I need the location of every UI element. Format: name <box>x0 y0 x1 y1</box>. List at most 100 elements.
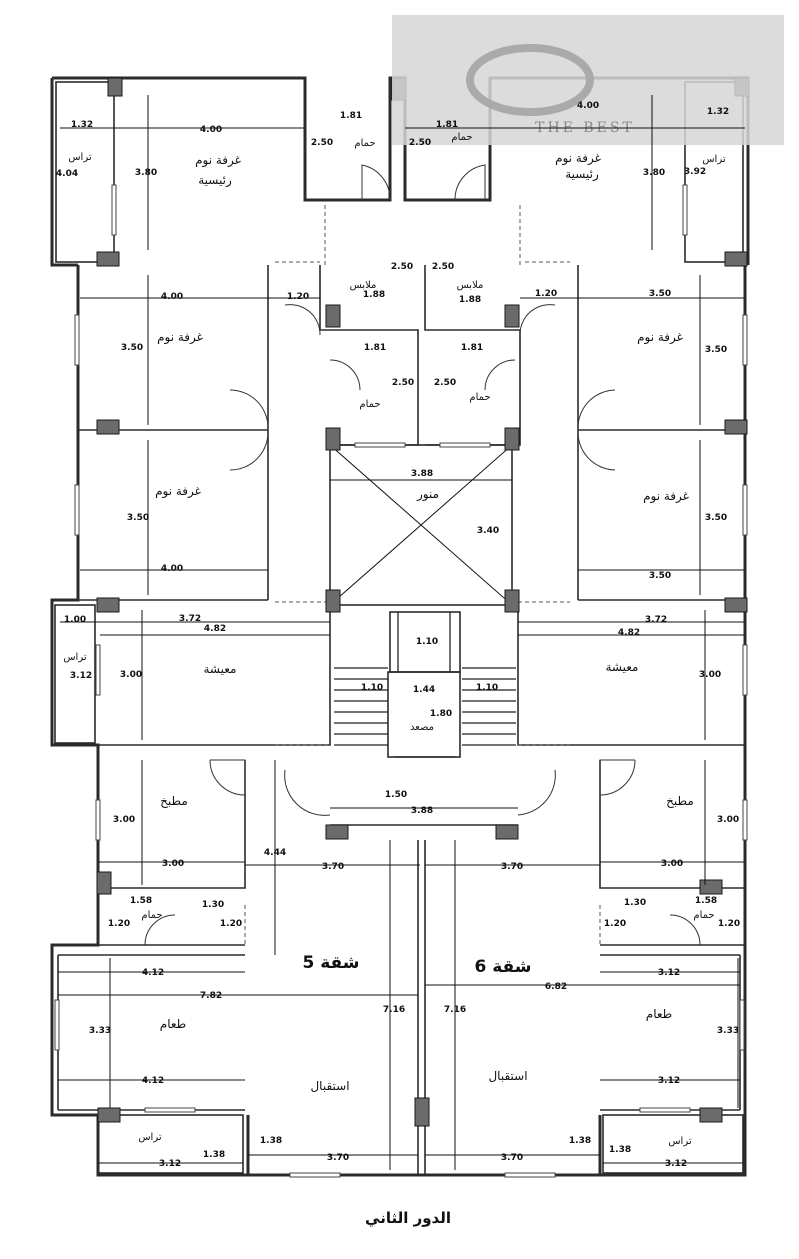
dimension-label: 3.50 <box>121 343 143 353</box>
wall-bottom <box>246 1115 602 1177</box>
wall-dining-left <box>57 954 245 1111</box>
wall-kitchen-right <box>599 760 745 946</box>
dimension-label: 3.00 <box>661 859 683 869</box>
window <box>739 999 745 1051</box>
terrace-top-left <box>55 81 115 263</box>
terrace-bottom-left <box>97 1114 244 1174</box>
wall-closet <box>319 265 521 446</box>
apartment-label-5: شقة 5 <box>302 953 359 973</box>
window <box>54 999 60 1051</box>
dimension-label: 4.12 <box>142 1076 164 1086</box>
dimension-label: 3.50 <box>127 513 149 523</box>
column <box>96 419 120 435</box>
room-label: حمام <box>693 910 714 921</box>
dimension-label: 3.70 <box>501 862 523 872</box>
dimension-label: 1.58 <box>695 896 717 906</box>
door-8 <box>484 359 516 391</box>
room-label: مطبخ <box>666 794 694 808</box>
room-label: تراس <box>63 652 87 663</box>
dimension-label: 1.20 <box>535 289 557 299</box>
light-well-diag-2 <box>329 444 513 606</box>
room-label: ملابس <box>457 280 484 291</box>
dimension-label: 3.33 <box>717 1026 739 1036</box>
column <box>96 597 120 613</box>
dimension-label: 3.92 <box>684 167 706 177</box>
window <box>144 1107 196 1113</box>
door-7 <box>329 359 361 391</box>
room-label: طعام <box>646 1007 672 1021</box>
door-6 <box>519 304 556 336</box>
column <box>699 879 723 895</box>
column <box>724 419 748 435</box>
wall-bed-right <box>577 265 745 601</box>
room-label: تراس <box>138 1132 162 1143</box>
dimension-label: 3.12 <box>658 968 680 978</box>
room-label: غرفة نوم <box>643 489 689 504</box>
dimension-label: 3.80 <box>135 168 157 178</box>
door-13 <box>144 914 176 946</box>
dimension-label: 3.12 <box>70 671 92 681</box>
column <box>325 304 341 328</box>
dimension-label: 1.81 <box>436 120 458 130</box>
dimension-label: 3.70 <box>501 1153 523 1163</box>
dimension-label: 3.72 <box>645 615 667 625</box>
dimension-label: 3.12 <box>159 1159 181 1169</box>
window <box>742 644 748 696</box>
dimension-label: 4.04 <box>56 169 78 179</box>
dimension-label: 3.12 <box>658 1076 680 1086</box>
column <box>699 1107 723 1123</box>
room-label: استقبال <box>488 1069 527 1083</box>
window <box>354 442 406 448</box>
window <box>439 442 491 448</box>
dimension-label: 4.82 <box>204 624 226 634</box>
light-well-box <box>329 444 513 606</box>
door-11 <box>209 759 246 796</box>
dimension-label: 6.82 <box>545 982 567 992</box>
dimension-label: 3.50 <box>705 513 727 523</box>
room-labels: غرفة نوم رئيسية غرفة نوم رئيسية حمام حما… <box>63 132 726 1147</box>
door-5 <box>284 304 321 336</box>
dimension-label: 1.38 <box>260 1136 282 1146</box>
dimension-label: 1.20 <box>108 919 130 929</box>
dimension-label: 1.20 <box>604 919 626 929</box>
room-label: غرفة نوم <box>155 484 201 499</box>
column <box>107 77 123 97</box>
dimension-label: 1.44 <box>413 685 435 695</box>
dimension-label: 1.10 <box>361 683 383 693</box>
logo-watermark: THE BEST <box>392 15 784 145</box>
dimension-label: 1.20 <box>718 919 740 929</box>
door-1 <box>361 164 391 201</box>
dimension-label: 3.50 <box>649 289 671 299</box>
window <box>504 1172 556 1178</box>
doors <box>144 164 701 946</box>
dimension-label: 4.00 <box>161 564 183 574</box>
room-label: غرفة نوم <box>157 330 203 345</box>
column <box>504 304 520 328</box>
dimension-label: 1.80 <box>430 709 452 719</box>
dimension-label: 1.20 <box>287 292 309 302</box>
dimension-label: 1.32 <box>707 107 729 117</box>
terrace-bottom-right <box>602 1114 744 1174</box>
door-2 <box>454 164 486 201</box>
wall-kitchen-left <box>98 760 246 946</box>
door-10 <box>517 769 556 816</box>
room-label: غرفة نوم <box>555 151 601 166</box>
window <box>742 484 748 536</box>
dimension-label: 1.30 <box>624 898 646 908</box>
dimension-label: 3.00 <box>717 815 739 825</box>
column <box>724 251 748 267</box>
window <box>682 184 688 236</box>
dimension-label: 4.12 <box>142 968 164 978</box>
walls <box>50 76 750 1177</box>
dimension-label: 3.00 <box>162 859 184 869</box>
dimension-label: 4.00 <box>577 101 599 111</box>
room-label: مصعد <box>410 722 434 733</box>
dimension-label: 1.38 <box>609 1145 631 1155</box>
stairs <box>387 611 461 758</box>
column <box>495 824 519 840</box>
logo-swoosh <box>466 44 594 116</box>
dimension-label: 1.81 <box>461 343 483 353</box>
room-label: حمام <box>359 399 380 410</box>
dimension-label: 1.10 <box>416 637 438 647</box>
dimension-label: 4.44 <box>264 848 286 858</box>
